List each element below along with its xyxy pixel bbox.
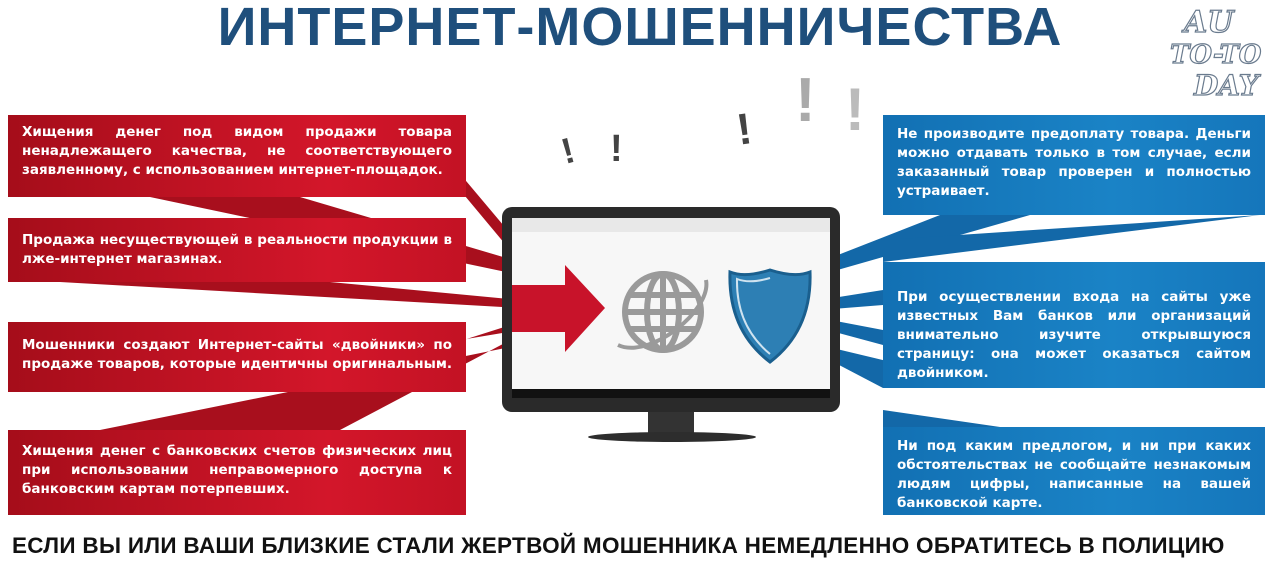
fraud-type-card: Хищения денег с банковских счетов физиче… bbox=[8, 430, 466, 515]
fraud-type-text: Мошенники создают Интернет-сайты «двойни… bbox=[22, 337, 452, 372]
advice-card: Ни под каким предлогом, и ни при каких о… bbox=[883, 427, 1265, 515]
call-to-action: ЕСЛИ ВЫ ИЛИ ВАШИ БЛИЗКИЕ СТАЛИ ЖЕРТВОЙ М… bbox=[12, 533, 1225, 558]
advice-text: Не производите предоплату товара. Деньги… bbox=[897, 126, 1251, 199]
arrow-icon bbox=[512, 265, 605, 352]
advice-card: При осуществлении входа на сайты уже изв… bbox=[883, 262, 1265, 388]
fraud-type-card: Хищения денег под видом продажи товара н… bbox=[8, 115, 466, 197]
watermark-logo: DAY bbox=[1193, 69, 1259, 102]
fraud-type-text: Хищения денег с банковских счетов физиче… bbox=[22, 443, 452, 497]
advice-card: Не производите предоплату товара. Деньги… bbox=[883, 115, 1265, 215]
exclamation-mark: ! bbox=[795, 66, 816, 135]
exclamation-mark: ! bbox=[610, 128, 623, 170]
advice-text: Ни под каким предлогом, и ни при каких о… bbox=[897, 438, 1251, 511]
advice-text: При осуществлении входа на сайты уже изв… bbox=[897, 289, 1251, 381]
watermark-logo: AU bbox=[1183, 5, 1234, 40]
watermark-logo: TO-TO bbox=[1169, 40, 1262, 70]
monitor-illustration bbox=[502, 207, 840, 442]
shield-icon bbox=[728, 268, 812, 364]
exclamation-mark: ! bbox=[845, 76, 865, 143]
fraud-type-text: Хищения денег под видом продажи товара н… bbox=[22, 124, 452, 178]
page-title: ИНТЕРНЕТ-МОШЕННИЧЕСТВА bbox=[217, 0, 1063, 57]
fraud-type-card: Мошенники создают Интернет-сайты «двойни… bbox=[8, 322, 466, 392]
fraud-type-text: Продажа несуществующей в реальности прод… bbox=[22, 232, 452, 267]
globe-icon bbox=[617, 271, 709, 353]
fraud-type-card: Продажа несуществующей в реальности прод… bbox=[8, 218, 466, 282]
